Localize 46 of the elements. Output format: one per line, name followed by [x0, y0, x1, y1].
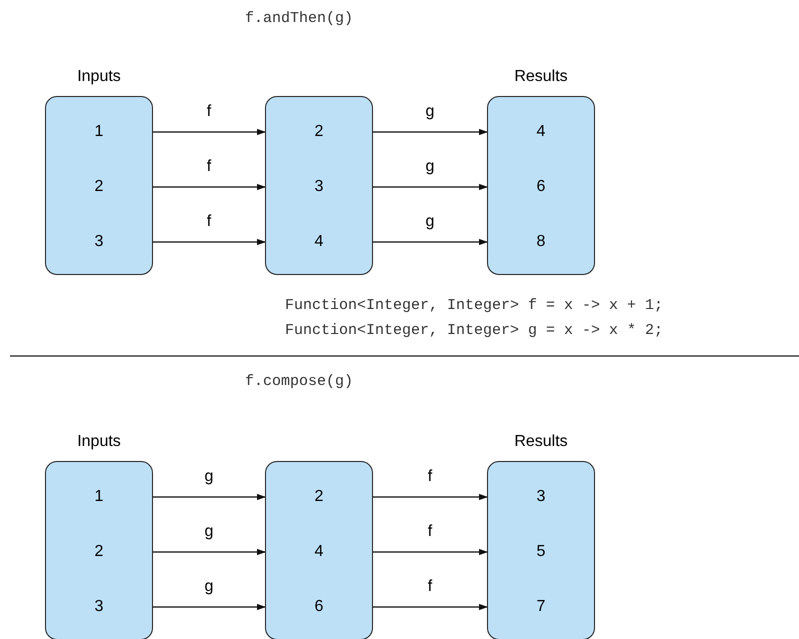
arrow: [152, 184, 266, 190]
arrow: [152, 548, 266, 556]
arrow: [152, 604, 266, 610]
edge-label: g: [424, 159, 436, 175]
value-text: 4: [314, 542, 324, 562]
edge-label: g: [424, 214, 436, 230]
rounded-box: [265, 96, 373, 275]
value-text: 2: [94, 542, 104, 562]
arrow: [372, 548, 488, 556]
value-text: 2: [94, 177, 104, 197]
value-text: 3: [536, 487, 546, 507]
box-heading: Results: [514, 67, 568, 87]
value-text: 1: [94, 487, 104, 507]
value-text: 3: [94, 597, 104, 617]
value-text: 3: [314, 177, 324, 197]
box-heading: Inputs: [77, 432, 121, 452]
value-text: 7: [536, 597, 546, 617]
arrow: [152, 238, 266, 246]
value-text: 6: [314, 597, 324, 617]
value-text: 1: [94, 122, 104, 142]
value-text: 4: [536, 122, 546, 142]
value-text: 2: [314, 122, 324, 142]
arrow: [372, 238, 488, 246]
code-text: Function<Integer, Integer> f = x -> x + 1;: [285, 296, 664, 316]
edge-label: g: [424, 104, 436, 120]
arrow: [372, 494, 488, 500]
edge-label: g: [204, 469, 214, 485]
arrow: [372, 128, 488, 136]
value-text: 5: [536, 542, 546, 562]
code-text: Function<Integer, Integer> g = x -> x * 2;: [285, 321, 664, 341]
value-text: 2: [314, 487, 324, 507]
edge-label: g: [204, 524, 214, 540]
box-heading: Inputs: [77, 67, 121, 87]
value-text: 4: [314, 232, 324, 252]
code-text: f.compose(g): [245, 372, 354, 392]
box-heading: Results: [514, 432, 568, 452]
arrow: [372, 184, 488, 190]
rounded-box: [265, 461, 373, 639]
value-text: 6: [536, 177, 546, 197]
value-text: 8: [536, 232, 546, 252]
arrow: [152, 128, 266, 136]
value-text: 3: [94, 232, 104, 252]
arrow: [372, 604, 488, 610]
arrow: [152, 494, 266, 500]
code-text: f.andThen(g): [245, 9, 354, 29]
edge-label: g: [204, 579, 214, 595]
